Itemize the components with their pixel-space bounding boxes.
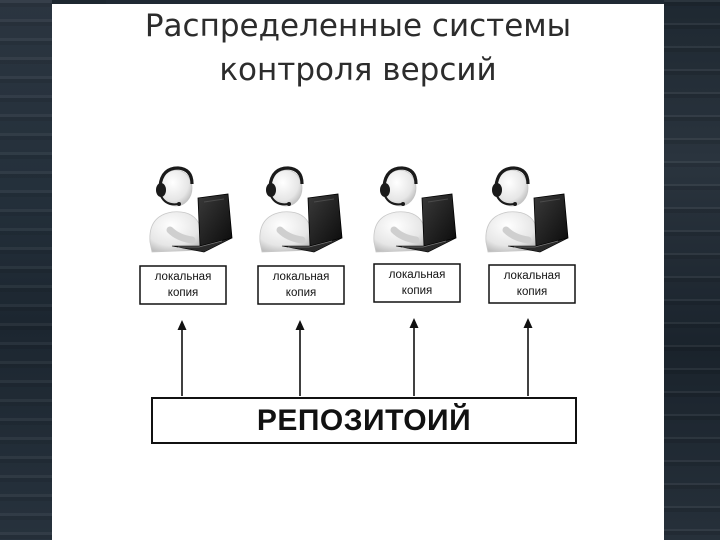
- local-copy-label: локальная копия: [140, 269, 226, 301]
- slide-title-line-2: контроля версий: [219, 52, 497, 88]
- local-copy-label-line-2: копия: [401, 285, 433, 297]
- background-top-strip: [52, 0, 106, 4]
- local-copy-box: [139, 265, 227, 305]
- version-control-diagram: [139, 4, 577, 444]
- local-copy-label: локальная копия: [489, 268, 575, 300]
- repository-box: [151, 397, 577, 444]
- local-copy-label-line-2: копия: [167, 287, 199, 299]
- local-copy-label-line-1: локальная: [388, 269, 446, 281]
- local-copy-box: [257, 265, 345, 305]
- slide-title: Распределенные системы контроля версий: [52, 4, 664, 92]
- local-copy-box: [373, 263, 461, 303]
- user-figure-icon: [150, 168, 232, 252]
- local-copy-label: локальная копия: [374, 267, 460, 299]
- local-copy-label-line-2: копия: [516, 286, 548, 298]
- slide-title-line-1: Распределенные системы: [144, 8, 572, 44]
- repository-label: РЕПОЗИТОИЙ: [256, 403, 472, 437]
- local-copy-box: [488, 264, 576, 304]
- local-copy-label: локальная копия: [258, 269, 344, 301]
- slide: Распределенные системы контроля версий: [52, 4, 664, 540]
- local-copy-label-line-1: локальная: [503, 270, 561, 282]
- user-figure-icon: [374, 168, 456, 252]
- user-figure-icon: [486, 168, 568, 252]
- background-right-texture: [664, 0, 720, 540]
- user-figure-icon: [260, 168, 342, 252]
- local-copy-label-line-2: копия: [285, 287, 317, 299]
- local-copy-label-line-1: локальная: [272, 271, 330, 283]
- local-copy-label-line-1: локальная: [154, 271, 212, 283]
- background-left-texture: [0, 0, 52, 540]
